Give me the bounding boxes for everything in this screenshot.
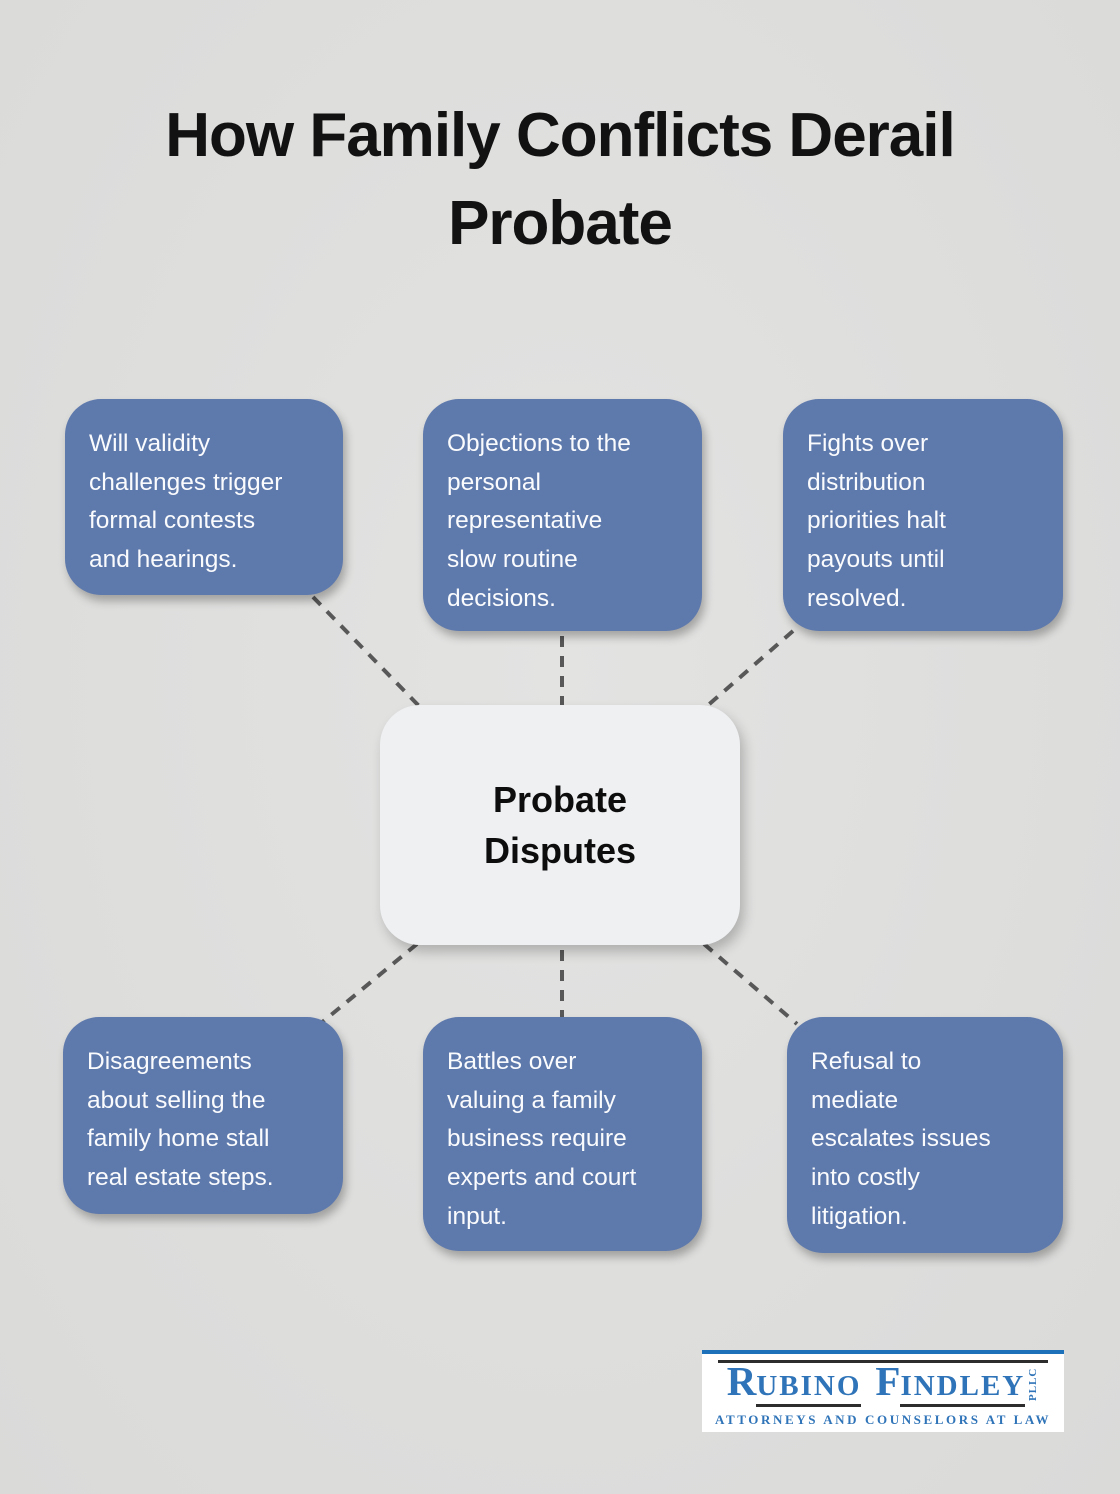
connector-top-right [704, 629, 795, 709]
logo-initial-r: R [726, 1358, 757, 1404]
cause-box-mediation-refusal: Refusal to mediate escalates issues into… [787, 1017, 1063, 1253]
infographic-title: How Family Conflicts Derail Probate [165, 101, 956, 259]
cause-box-objections: Objections to the personal representativ… [423, 399, 702, 631]
logo-top-rule [718, 1360, 1048, 1363]
center-node: Probate Disputes [380, 705, 740, 945]
connector-top-left [311, 595, 422, 709]
cause-box-business-valuation: Battles over valuing a family business r… [423, 1017, 702, 1251]
logo-tagline: ATTORNEYS AND COUNSELORS AT LAW [714, 1412, 1052, 1427]
center-node-label: Probate Disputes [483, 778, 637, 871]
connector-bottom-left [318, 942, 419, 1026]
logo-pllc-suffix: PLLC [1027, 1367, 1040, 1401]
cause-box-will-validity: Will validity challenges trigger formal … [65, 399, 343, 595]
logo-rest-indley: INDLEY [900, 1372, 1026, 1407]
cause-box-distribution-fights: Fights over distribution priorities halt… [783, 399, 1063, 631]
logo-initial-f: F [875, 1358, 901, 1404]
cause-box-home-sale: Disagreements about selling the family h… [63, 1017, 343, 1214]
logo-rest-ubino: UBINO [756, 1372, 862, 1407]
connector-bottom-right [702, 942, 799, 1026]
